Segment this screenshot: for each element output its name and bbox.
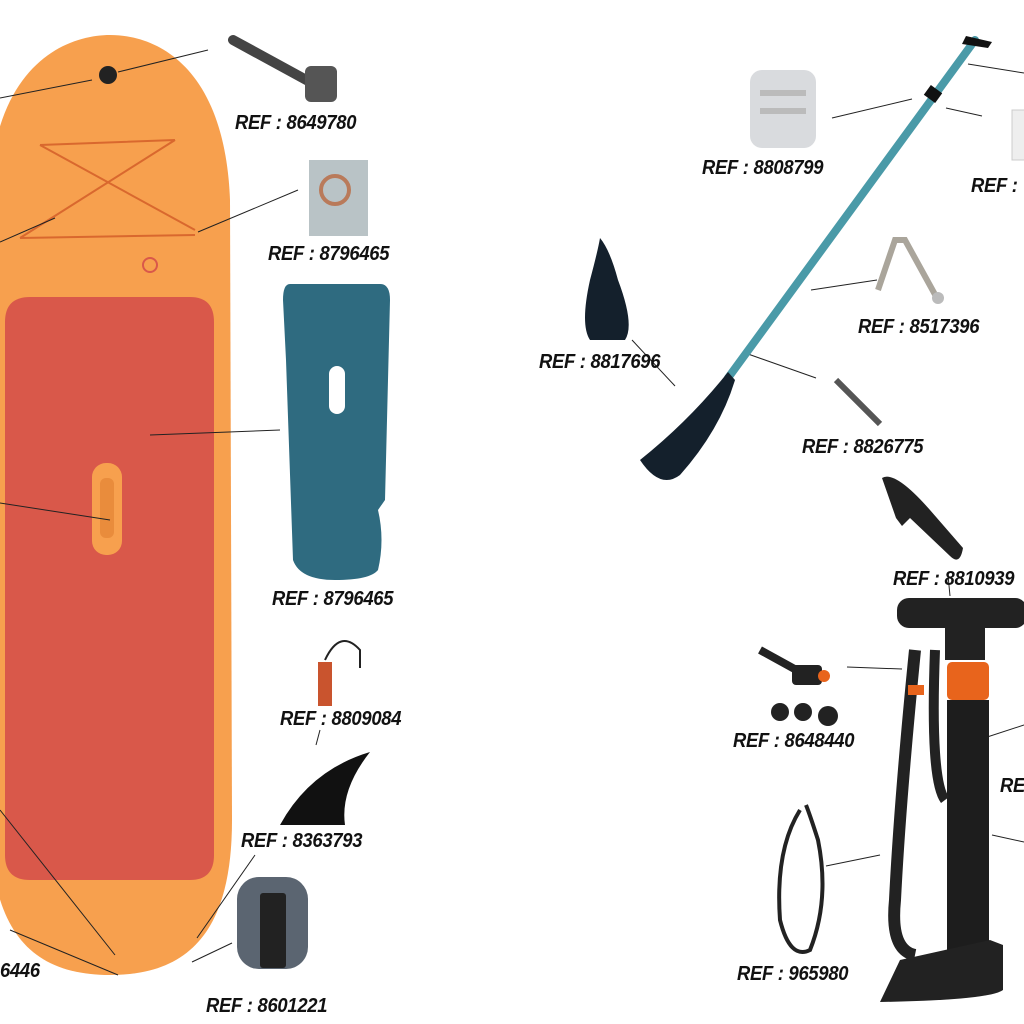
leash-strap xyxy=(318,640,361,706)
ref-label-pump-adapters: REF : 8648440 xyxy=(733,730,855,752)
ref-label-fin: REF : 8363793 xyxy=(241,830,363,852)
ref-label-hose: REF : 965980 xyxy=(737,963,849,985)
fin-box xyxy=(237,877,308,969)
ref-label-pin: REF : 8826775 xyxy=(802,436,924,458)
spring-clip-button xyxy=(932,292,944,304)
blade-part xyxy=(585,238,629,340)
paddle-clip xyxy=(750,70,816,148)
pump-adapters xyxy=(758,646,838,726)
ref-label-fin-box: REF : 8601221 xyxy=(206,995,328,1017)
d-ring-patch xyxy=(309,160,368,236)
ref-label-blade: REF : 8817696 xyxy=(539,351,661,373)
sup-board xyxy=(0,35,232,975)
paddle xyxy=(640,36,992,480)
deck-pad-handle-slot xyxy=(329,366,345,414)
fin xyxy=(280,752,370,825)
ref-label-paddle-partial: REF : xyxy=(971,175,1018,197)
leader-lines xyxy=(0,49,1024,976)
ref-label-spring-clip: REF : 8517396 xyxy=(858,316,980,338)
hose xyxy=(777,804,825,954)
ref-label-pump-handle: REF : 8810939 xyxy=(893,568,1015,590)
valve-key xyxy=(228,35,337,102)
spring-clip xyxy=(875,237,941,302)
ref-label-valve-key: REF : 8649780 xyxy=(235,112,357,134)
deck-pad-part xyxy=(283,284,390,580)
ref-label-board-partial: 6446 xyxy=(0,960,40,982)
ref-label-d-ring: REF : 8796465 xyxy=(268,243,390,265)
ref-label-pump-partial: RE xyxy=(1000,775,1024,797)
pin xyxy=(833,377,883,427)
ref-label-deck-pad: REF : 8796465 xyxy=(272,588,394,610)
paddle-pin-part xyxy=(1011,109,1024,161)
ref-label-paddle-clip: REF : 8808799 xyxy=(702,157,824,179)
pump-handle xyxy=(882,476,963,560)
ref-label-leash-strap: REF : 8809084 xyxy=(280,708,402,730)
pump xyxy=(880,598,1024,1002)
